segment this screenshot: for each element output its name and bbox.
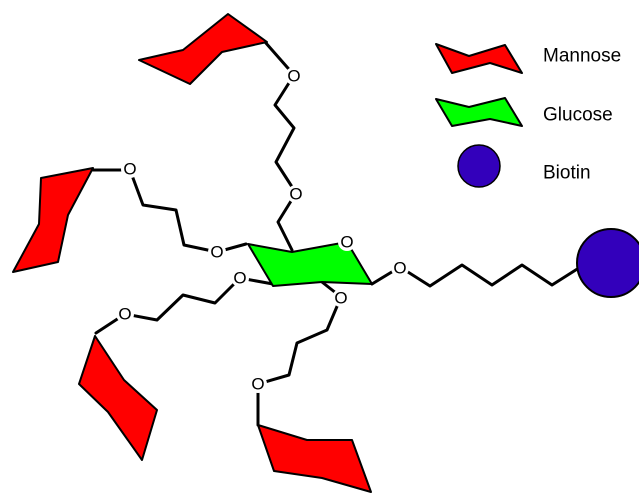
biotin-sphere bbox=[576, 228, 639, 298]
linker-bonds bbox=[91, 40, 584, 427]
linker-bottom-mannose bbox=[256, 280, 343, 427]
svg-text:O: O bbox=[123, 160, 136, 179]
linker-upper-left-mannose bbox=[91, 168, 248, 254]
legend-label-mannose: Mannose bbox=[543, 46, 621, 67]
svg-text:O: O bbox=[210, 243, 223, 262]
legend-item-glucose: Glucose bbox=[435, 97, 613, 127]
oxygen-atoms: O O O O O O O O bbox=[116, 67, 409, 394]
svg-text:O: O bbox=[340, 233, 353, 252]
svg-text:O: O bbox=[233, 269, 246, 288]
svg-text:O: O bbox=[289, 185, 302, 204]
mannose-ring-top bbox=[138, 13, 268, 85]
legend-glucose-swatch bbox=[435, 97, 523, 127]
svg-text:O: O bbox=[251, 375, 264, 394]
legend-label-biotin: Biotin bbox=[543, 163, 591, 184]
oxygen-atom-6: O bbox=[116, 305, 134, 324]
glucose-core-ring bbox=[247, 241, 373, 287]
oxygen-atom-5: O bbox=[231, 269, 249, 288]
mannose-ring-bottom bbox=[257, 424, 372, 493]
oxygen-atom-1: O bbox=[285, 67, 303, 86]
legend-mannose-swatch bbox=[435, 43, 523, 74]
svg-text:O: O bbox=[334, 289, 347, 308]
oxygen-atom-9: O bbox=[391, 259, 409, 278]
oxygen-atom-4: O bbox=[208, 243, 226, 262]
svg-text:O: O bbox=[118, 305, 131, 324]
oxygen-atom-ring: O bbox=[338, 233, 356, 252]
legend: Mannose Glucose Biotin bbox=[435, 43, 621, 188]
svg-text:O: O bbox=[287, 67, 300, 86]
oxygen-atom-7: O bbox=[332, 289, 350, 308]
legend-item-biotin: Biotin bbox=[457, 144, 591, 188]
oxygen-atom-2: O bbox=[287, 185, 305, 204]
mannose-ring-upper-left bbox=[12, 167, 94, 273]
oxygen-atom-3: O bbox=[121, 160, 139, 179]
legend-item-mannose: Mannose bbox=[435, 43, 621, 74]
legend-label-glucose: Glucose bbox=[543, 105, 613, 126]
svg-text:O: O bbox=[393, 259, 406, 278]
oxygen-atom-8: O bbox=[249, 375, 267, 394]
mannose-ring-lower-left bbox=[78, 335, 158, 461]
legend-biotin-swatch bbox=[457, 144, 501, 188]
